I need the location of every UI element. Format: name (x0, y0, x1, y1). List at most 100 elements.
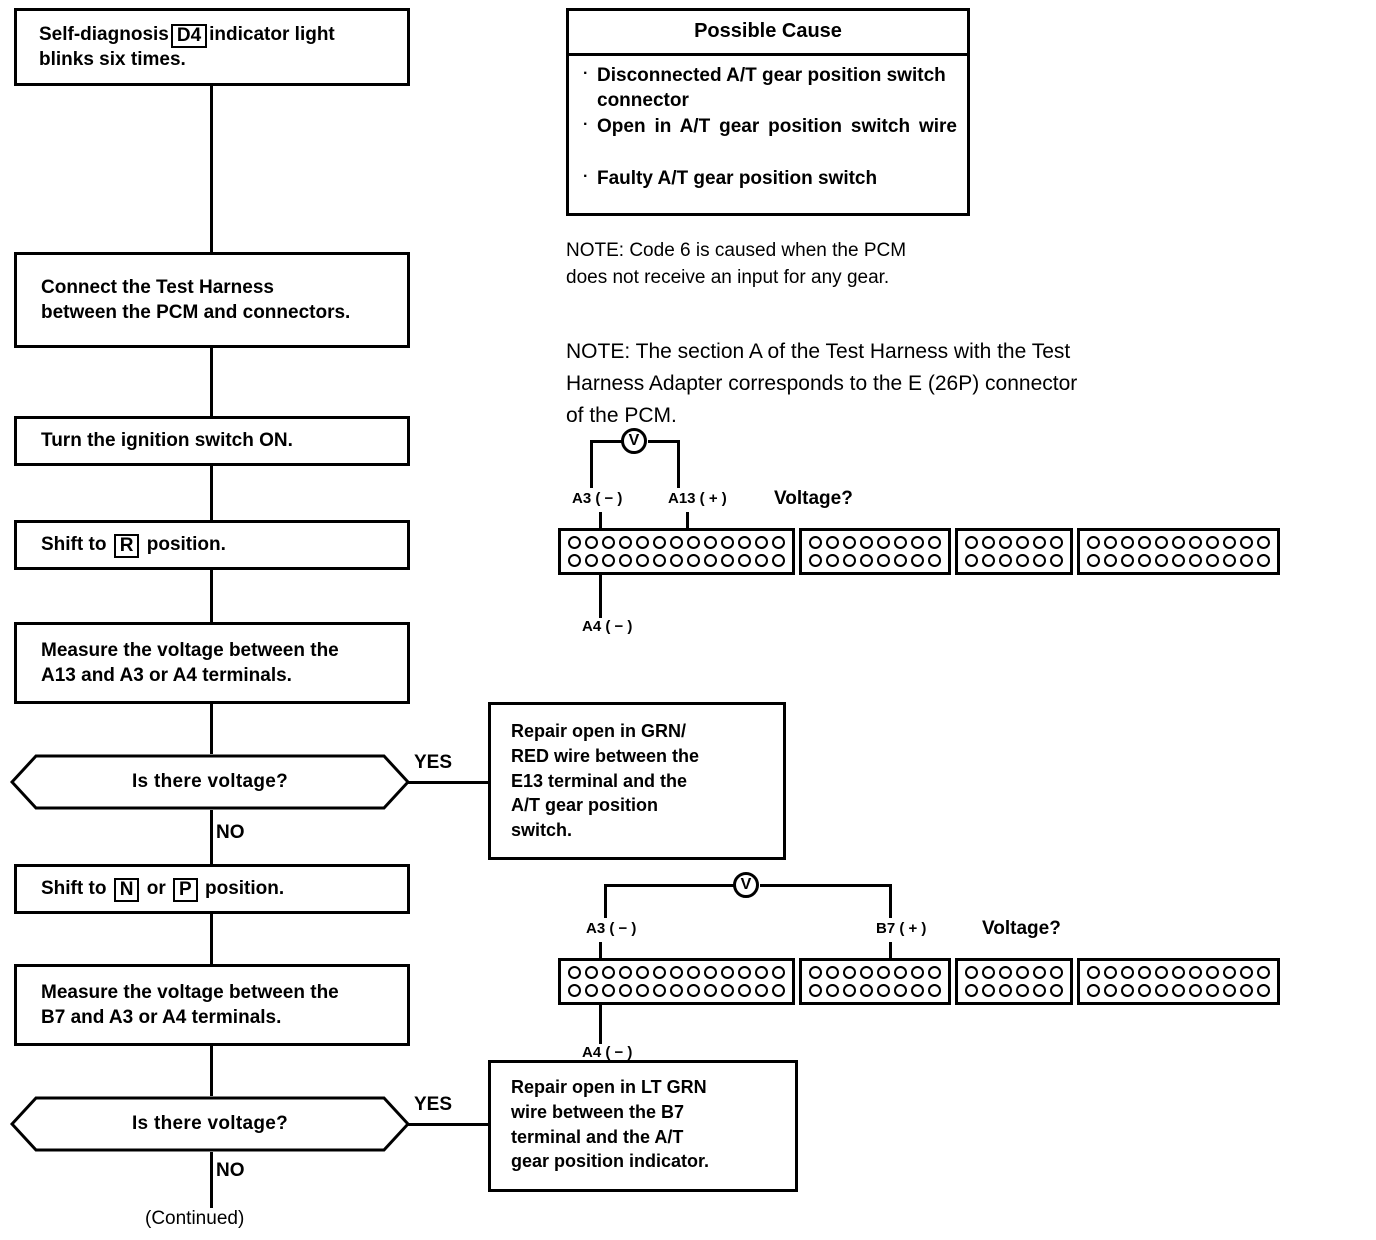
repair-2-line-3: terminal and the A/T (511, 1126, 684, 1147)
connector-pin-row (965, 984, 1063, 997)
connector-pin (843, 966, 856, 979)
connector-pin (1172, 966, 1185, 979)
connector-pin (999, 554, 1012, 567)
connector-pin (1138, 984, 1151, 997)
flow-step-5-line2: A13 and A3 or A4 terminals. (41, 665, 292, 686)
connector-pin (1223, 966, 1236, 979)
connector-pin (1104, 536, 1117, 549)
connector-pin (1050, 536, 1063, 549)
connector-pin (1050, 554, 1063, 567)
connector-pin (704, 554, 717, 567)
connector-pin (877, 536, 890, 549)
connector-pin (1087, 536, 1100, 549)
connector-pin (877, 554, 890, 567)
connector-pin (687, 984, 700, 997)
meter-lead-left-2 (604, 884, 607, 918)
connector-pin (1189, 536, 1202, 549)
flow-step-1-line1-post: indicator light (209, 23, 335, 45)
connector-pin (911, 984, 924, 997)
connector-pin (1016, 536, 1029, 549)
possible-cause-panel: Possible Cause · Disconnected A/T gear p… (566, 8, 970, 216)
repair-1-line-3: E13 terminal and the (511, 770, 688, 791)
connector-section (799, 958, 951, 1005)
connector-pin (1121, 966, 1134, 979)
flow-step-4-post: position. (146, 534, 226, 556)
gear-key-n: N (113, 878, 140, 903)
connector-section (955, 528, 1073, 575)
connector-pin (1240, 984, 1253, 997)
continued-label: (Continued) (145, 1208, 245, 1229)
voltage-question-label-1: Voltage? (774, 488, 853, 509)
connector-pin-row (568, 984, 785, 997)
connector-pin (1033, 554, 1046, 567)
connector-pin (1240, 536, 1253, 549)
gear-key-p: P (173, 878, 198, 903)
connector-pin (738, 984, 751, 997)
connector-pin (619, 536, 632, 549)
flow-step-2-line1: Connect the Test Harness (41, 276, 274, 298)
connector-pin (1016, 984, 1029, 997)
connector-pin (999, 966, 1012, 979)
no-branch-line-2 (210, 1152, 213, 1208)
flow-step-ignition-on: Turn the ignition switch ON. (14, 416, 410, 466)
connector-pin (1033, 984, 1046, 997)
connector-pin (738, 966, 751, 979)
gear-key-r: R (113, 534, 140, 559)
connector-pin (843, 554, 856, 567)
connector-pin (1206, 984, 1219, 997)
connector-pin (585, 966, 598, 979)
no-label-1: NO (216, 822, 245, 843)
connector-pin (826, 554, 839, 567)
connector-strip-1 (558, 528, 1280, 575)
connector-pin (911, 554, 924, 567)
connector-pin (1257, 984, 1270, 997)
meter-bridge-right-2 (760, 884, 892, 887)
connector-pin (982, 536, 995, 549)
flow-step-measure-a13: Measure the voltage between the A13 and … (14, 622, 410, 704)
connector-pin (619, 984, 632, 997)
connector-pin-row (1087, 984, 1270, 997)
connector-pin (772, 554, 785, 567)
connector-pin (687, 536, 700, 549)
connector-pin (826, 984, 839, 997)
connector-pin (809, 966, 822, 979)
connector-pin (721, 984, 734, 997)
possible-cause-list: · Disconnected A/T gear position switch … (569, 56, 967, 199)
decision-1-label: Is there voltage? (131, 771, 289, 792)
flow-step-6-post: position. (204, 878, 285, 900)
connector-pin-row (1087, 966, 1270, 979)
connector-pin (843, 536, 856, 549)
connector-pin (965, 554, 978, 567)
flow-step-6-mid: or (146, 878, 166, 900)
meter-lead-left-1 (590, 440, 593, 488)
connector-pin (1172, 554, 1185, 567)
hexagon-shape-2 (10, 1096, 410, 1152)
connector-pin-row (809, 536, 941, 549)
connector-pin (1050, 984, 1063, 997)
connector-line-6-7 (210, 914, 213, 964)
connector-pin-row (965, 966, 1063, 979)
possible-cause-item-text-3: Faulty A/T gear position switch (597, 167, 878, 189)
connector-pin (1104, 984, 1117, 997)
connector-pin (928, 984, 941, 997)
connector-pin (809, 984, 822, 997)
probe-drop-a4-1 (599, 568, 602, 618)
connector-line-7-dec2 (210, 1046, 213, 1096)
connector-pin (1223, 554, 1236, 567)
connector-pin (877, 984, 890, 997)
connector-pin (1189, 984, 1202, 997)
connector-pin (653, 536, 666, 549)
hexagon-shape-1 (10, 754, 410, 810)
connector-section (1077, 958, 1280, 1005)
bullet-icon: · (583, 167, 589, 185)
connector-line-5-dec1 (210, 704, 213, 754)
voltmeter-icon-1: V (621, 428, 647, 454)
probe-drop-a4-2 (599, 998, 602, 1044)
bullet-icon: · (583, 65, 589, 82)
flow-step-3-line1: Turn the ignition switch ON. (41, 430, 293, 452)
connector-pin (928, 536, 941, 549)
connector-pin (894, 554, 907, 567)
connector-pin-row (809, 984, 941, 997)
connector-pin (755, 984, 768, 997)
